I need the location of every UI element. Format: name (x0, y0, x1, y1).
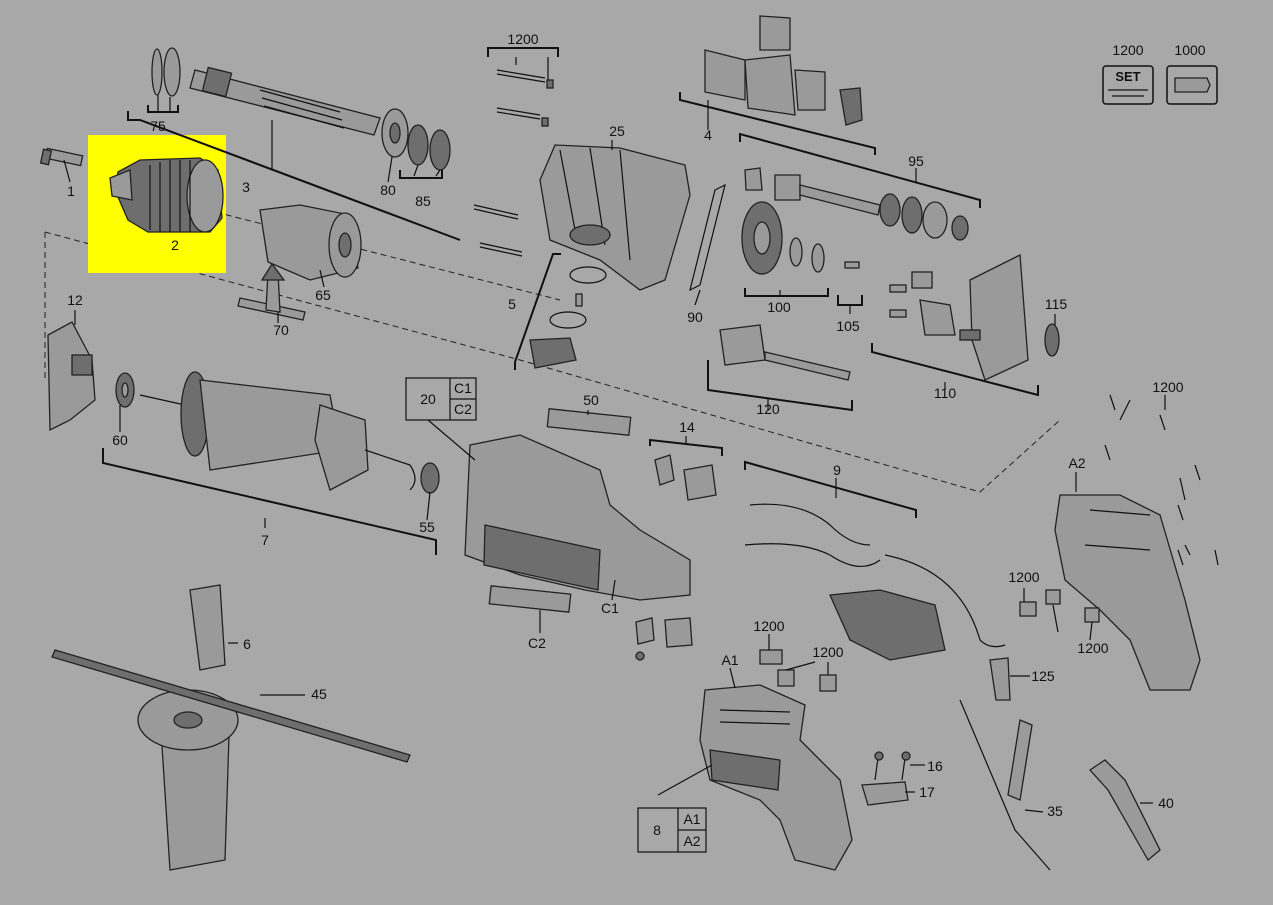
label-65: 65 (315, 287, 331, 303)
part-110-clutch[interactable] (889, 253, 1029, 381)
label-a1-box: A1 (683, 811, 700, 827)
label-75: 75 (150, 118, 166, 134)
label-a2: A2 (1068, 455, 1085, 471)
part-75-rings[interactable] (151, 47, 181, 97)
label-115: 115 (1045, 296, 1068, 312)
label-90: 90 (687, 309, 703, 325)
part-25-gear-housing[interactable] (539, 144, 691, 291)
label-4: 4 (704, 127, 712, 143)
label-17: 17 (919, 784, 935, 800)
label-9: 9 (833, 462, 841, 478)
callout-labels: 1200 1000 1 2 3 4 5 6 7 8 9 12 14 16 17 … (67, 31, 1206, 849)
label-105: 105 (836, 318, 860, 334)
label-25: 25 (609, 123, 625, 139)
part-12-end-cover[interactable] (47, 321, 96, 432)
label-55: 55 (419, 519, 435, 535)
label-1200-a2-screws: 1200 (1152, 379, 1183, 395)
label-125: 125 (1031, 668, 1055, 684)
part-115-washer[interactable] (1044, 323, 1060, 357)
label-1200-top: 1200 (507, 31, 538, 47)
code-box-8 (637, 807, 707, 853)
part-3-spindle[interactable] (189, 66, 381, 136)
part-95-gear-shaft[interactable] (744, 167, 969, 241)
label-80: 80 (380, 182, 396, 198)
part-9-switch-wiring[interactable] (744, 503, 1011, 701)
label-60: 60 (112, 432, 128, 448)
label-100: 100 (767, 299, 791, 315)
legend-set-number: 1200 (1112, 42, 1143, 58)
legend-set-icon: SET (1102, 65, 1154, 105)
legend-set-label: SET (1115, 69, 1140, 84)
part-70-chuck-key[interactable] (237, 262, 306, 321)
label-2: 2 (171, 237, 179, 253)
part-90-gasket[interactable] (689, 183, 726, 292)
part-105-pins[interactable] (844, 261, 860, 269)
label-1200-a2-left: 1200 (1008, 569, 1039, 585)
part-35-power-cord[interactable] (959, 699, 1051, 871)
label-c2-box: C2 (454, 401, 472, 417)
label-6: 6 (243, 636, 251, 652)
code-box-20 (405, 377, 477, 421)
bracket-lines (102, 47, 1039, 796)
label-7: 7 (261, 532, 269, 548)
label-a2-box: A2 (683, 833, 700, 849)
part-14-switch-parts[interactable] (654, 454, 717, 501)
label-12: 12 (67, 292, 83, 308)
part-1200-inserts-a1[interactable] (759, 649, 837, 692)
label-16: 16 (927, 758, 943, 774)
label-70: 70 (273, 322, 289, 338)
label-c1: C1 (601, 600, 619, 616)
legend-tube-icon (1166, 65, 1218, 105)
label-5: 5 (508, 296, 516, 312)
label-40: 40 (1158, 795, 1174, 811)
part-120-bracket-rod[interactable] (719, 324, 851, 381)
label-a1: A1 (721, 652, 738, 668)
part-1200-screws-a2[interactable] (1019, 394, 1219, 623)
part-16-screws[interactable] (874, 751, 911, 781)
label-1200-a1-left: 1200 (753, 618, 784, 634)
label-120: 120 (756, 401, 780, 417)
label-3: 3 (242, 179, 250, 195)
part-4-bracket-set[interactable] (704, 15, 863, 126)
label-c2: C2 (528, 635, 546, 651)
label-95: 95 (908, 153, 924, 169)
part-65-key-chuck[interactable] (259, 204, 362, 281)
label-8: 8 (653, 822, 661, 838)
part-1-screw[interactable] (39, 147, 84, 167)
label-110: 110 (934, 385, 957, 401)
label-50: 50 (583, 392, 599, 408)
label-1200-a2-right: 1200 (1077, 640, 1108, 656)
legend-tube-number: 1000 (1174, 42, 1205, 58)
part-5-seal-group[interactable] (529, 266, 607, 369)
label-20: 20 (420, 391, 436, 407)
label-85: 85 (415, 193, 431, 209)
part-100-gear[interactable] (741, 201, 825, 275)
part-7-armature[interactable] (139, 371, 440, 494)
part-6-side-handle[interactable] (137, 584, 239, 871)
callout-leaders (63, 57, 1191, 813)
part-40-tool[interactable] (1089, 759, 1161, 861)
part-a1-handle-half[interactable] (699, 684, 853, 871)
part-45-depth-rod[interactable] (51, 649, 411, 763)
label-1: 1 (67, 183, 75, 199)
label-35: 35 (1047, 803, 1063, 819)
part-20-motor-housing[interactable] (464, 408, 691, 613)
part-2-keyless-chuck[interactable] (88, 135, 226, 273)
part-a2-handle-half[interactable] (1054, 494, 1201, 691)
label-45: 45 (311, 686, 327, 702)
part-1200-screws-top[interactable] (473, 69, 554, 257)
label-1200-a1-right: 1200 (812, 644, 843, 660)
part-switch-mount[interactable] (635, 617, 693, 661)
part-60-bearing[interactable] (115, 372, 135, 408)
part-17-cable-clamp[interactable] (861, 781, 909, 806)
part-85-rings[interactable] (407, 124, 451, 171)
label-14: 14 (679, 419, 695, 435)
label-c1-box: C1 (454, 380, 472, 396)
part-80-bearing[interactable] (381, 108, 409, 158)
